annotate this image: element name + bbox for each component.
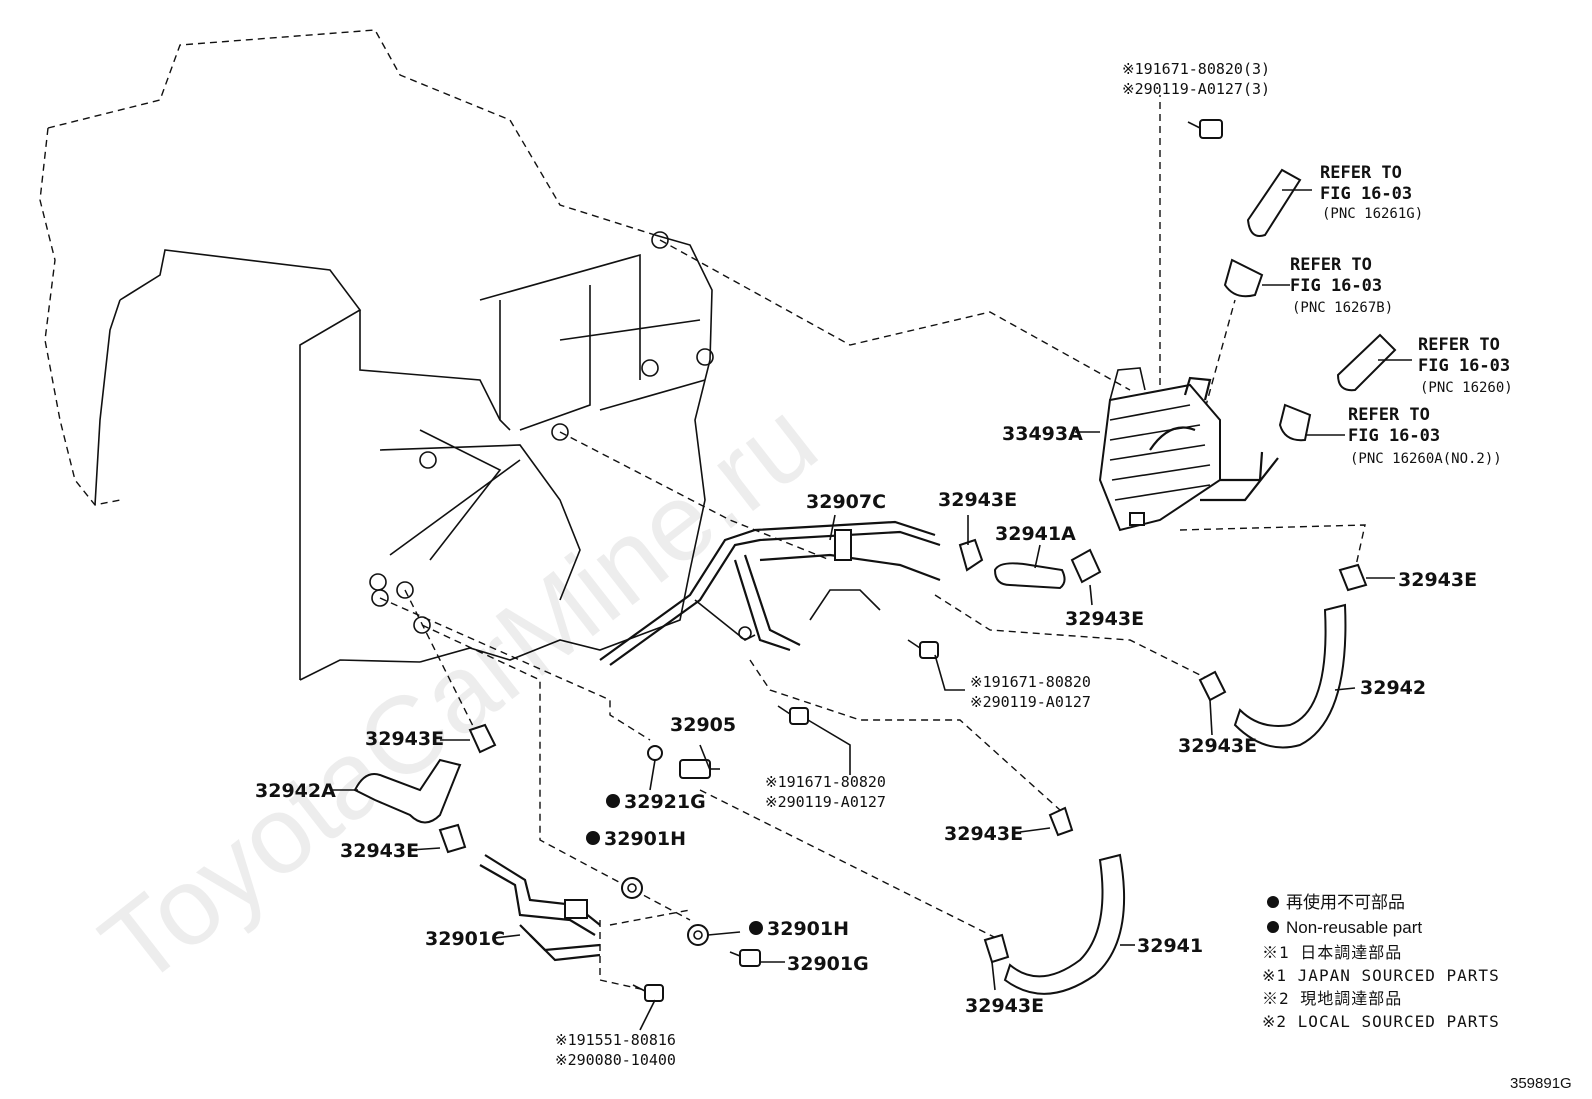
callout-bolt-mid-1: ※191671-80820 xyxy=(970,673,1091,691)
part-number: 32941 xyxy=(1137,935,1203,957)
part-number: 32943E xyxy=(1398,569,1477,591)
refer-label: REFER TO xyxy=(1290,255,1372,275)
callout-bolt-low-2: ※290119-A0127 xyxy=(765,793,886,811)
refer-fig: FIG 16-03 xyxy=(1418,356,1510,376)
clamp-icons xyxy=(438,538,1368,964)
clamp-icon xyxy=(468,723,497,754)
part-number: 33493A xyxy=(1002,423,1083,445)
clamp-icon xyxy=(958,538,984,572)
part-number: 32901H xyxy=(604,828,686,850)
watermark: ToyotaCarMine.ru xyxy=(79,378,839,1009)
legend-non-reusable-en: Non-reusable part xyxy=(1286,918,1422,937)
part-number: 32921G xyxy=(624,791,706,813)
refer-label: REFER TO xyxy=(1348,405,1430,425)
part-number: 32943E xyxy=(1065,608,1144,630)
reference-hoses xyxy=(1223,168,1412,442)
assembly-leader-lines xyxy=(379,95,1366,991)
callout-bolt-mid-2: ※290119-A0127 xyxy=(970,693,1091,711)
legend-non-reusable-jp: 再使用不可部品 xyxy=(1286,892,1405,912)
bolt-icon xyxy=(907,639,939,659)
callout-labels: ※191671-80820(3) ※290119-A0127(3) REFER … xyxy=(255,60,1513,1069)
part-number: 32943E xyxy=(944,823,1023,845)
refer-pnc: (PNC 16267B) xyxy=(1292,300,1393,316)
callout-bolt-low-1: ※191671-80820 xyxy=(765,773,886,791)
callout-bolt-bot-1: ※191551-80816 xyxy=(555,1031,676,1049)
part-number: 32942 xyxy=(1360,677,1426,699)
refer-pnc: (PNC 16260) xyxy=(1420,380,1513,396)
clamp-icon xyxy=(1048,806,1074,837)
bolt-icon xyxy=(729,949,761,967)
part-number: 32901G xyxy=(787,953,869,975)
refer-fig: FIG 16-03 xyxy=(1348,426,1440,446)
part-number: 32907C xyxy=(806,491,886,513)
clamp-icon xyxy=(983,933,1010,964)
washer-icon xyxy=(687,924,709,946)
bolt-icon xyxy=(1187,119,1223,139)
oil-cooler-33493A xyxy=(1098,367,1279,532)
clamp-icon xyxy=(438,823,467,854)
legend-local-en: ※2 LOCAL SOURCED PARTS xyxy=(1262,1012,1500,1031)
callout-bolt-top-1: ※191671-80820(3) xyxy=(1122,60,1270,78)
hose-assembly xyxy=(353,520,1347,995)
legend-japan-en: ※1 JAPAN SOURCED PARTS xyxy=(1262,966,1500,985)
refer-pnc: (PNC 16260A(NO.2)) xyxy=(1350,451,1502,467)
refer-fig: FIG 16-03 xyxy=(1320,184,1412,204)
part-number: 32942A xyxy=(255,780,336,802)
plug-32905-icon xyxy=(679,759,720,779)
part-number: 32905 xyxy=(670,714,736,736)
part-number: 32901H xyxy=(767,918,849,940)
callout-bolt-bot-2: ※290080-10400 xyxy=(555,1051,676,1069)
washer-icon xyxy=(621,877,643,899)
part-number: 32943E xyxy=(938,489,1017,511)
fasteners xyxy=(621,119,1223,1002)
o-ring-icon xyxy=(647,745,663,761)
part-number: 32943E xyxy=(1178,735,1257,757)
part-number: 32943E xyxy=(340,840,419,862)
refer-label: REFER TO xyxy=(1320,163,1402,183)
bolt-icon xyxy=(632,984,664,1002)
figure-id: 359891G xyxy=(1510,1075,1572,1092)
label-leaders xyxy=(330,431,1395,1031)
part-number: 32943E xyxy=(965,995,1044,1017)
bolt-icon xyxy=(777,705,809,725)
part-number: 32943E xyxy=(365,728,444,750)
legend-japan-jp: ※1 日本調達部品 xyxy=(1262,943,1402,962)
clamp-icon xyxy=(1198,670,1227,702)
clamp-icon xyxy=(1338,563,1368,592)
non-reusable-markers xyxy=(586,794,1279,935)
legend: 再使用不可部品 Non-reusable part ※1 日本調達部品 ※1 J… xyxy=(1262,892,1500,1031)
refer-pnc: (PNC 16261G) xyxy=(1322,206,1423,222)
refer-fig: FIG 16-03 xyxy=(1290,276,1382,296)
legend-local-jp: ※2 現地調達部品 xyxy=(1262,989,1402,1008)
clamp-icon xyxy=(1070,548,1102,584)
part-number: 32901C xyxy=(425,928,505,950)
refer-label: REFER TO xyxy=(1418,335,1500,355)
part-number: 32941A xyxy=(995,523,1076,545)
callout-bolt-top-2: ※290119-A0127(3) xyxy=(1122,80,1270,98)
transmission-housing xyxy=(39,29,714,681)
